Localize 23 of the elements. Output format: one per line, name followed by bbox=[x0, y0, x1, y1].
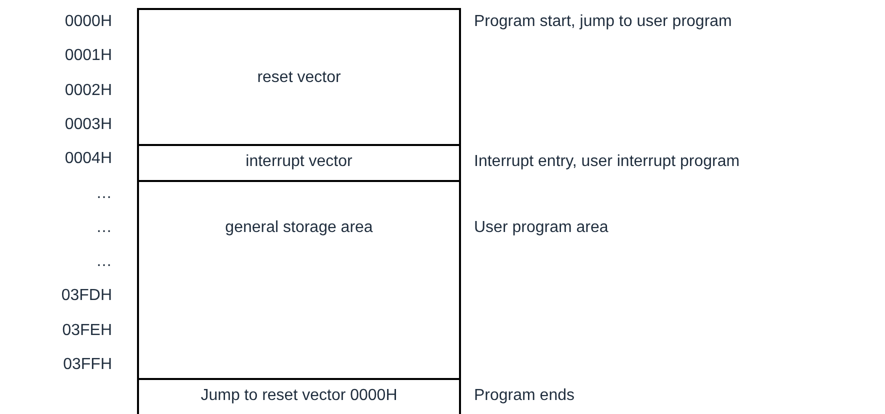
block-description: Program ends bbox=[474, 386, 574, 406]
address-label: 03FDH bbox=[61, 286, 112, 306]
block-label: Jump to reset vector 0000H bbox=[200, 386, 398, 406]
memory-block bbox=[137, 8, 461, 146]
address-label: 0003H bbox=[64, 114, 112, 135]
block-description: Program start, jump to user program bbox=[474, 12, 732, 32]
block-label: general storage area bbox=[224, 218, 374, 238]
address-label: … bbox=[96, 184, 112, 204]
block-label: reset vector bbox=[256, 68, 342, 88]
block-description: Interrupt entry, user interrupt program bbox=[474, 152, 740, 172]
address-label: 0004H bbox=[64, 149, 112, 170]
address-label: 03FEH bbox=[62, 320, 112, 341]
address-label: 0000H bbox=[64, 12, 112, 32]
address-label: 0002H bbox=[64, 80, 112, 101]
address-label: 0001H bbox=[64, 46, 112, 66]
memory-block bbox=[137, 180, 461, 380]
address-label: … bbox=[96, 252, 112, 272]
address-label: … bbox=[96, 218, 112, 238]
memory-block bbox=[137, 144, 461, 182]
block-description: User program area bbox=[474, 218, 608, 238]
address-label: 03FFH bbox=[63, 355, 112, 375]
memory-block bbox=[137, 378, 461, 414]
block-label: interrupt vector bbox=[244, 152, 354, 172]
